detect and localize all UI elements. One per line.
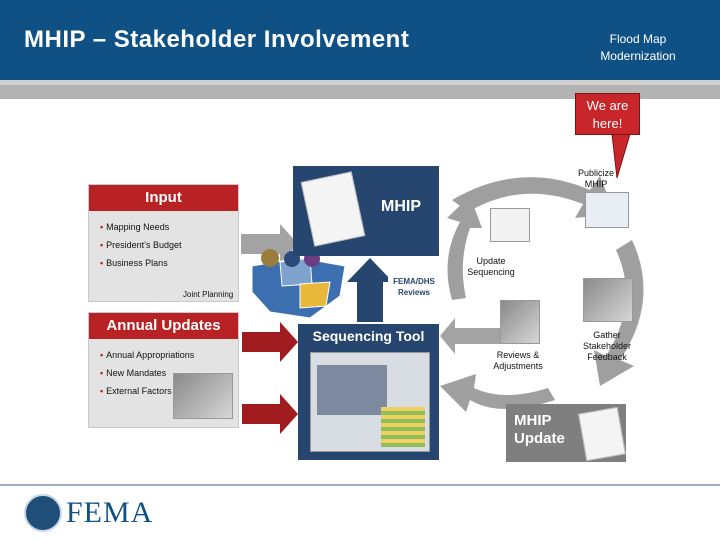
document-icon: [578, 407, 626, 461]
chart-thumbnail: [490, 208, 530, 242]
seal-icon: [261, 249, 279, 267]
we-are-here-callout: We are here!: [575, 93, 640, 135]
mhip-update-label: MHIP Update: [514, 412, 565, 448]
reviews-line1: FEMA/DHS: [388, 276, 440, 287]
list-item: •Business Plans: [100, 256, 238, 274]
updates-arrow-lower: [242, 394, 298, 434]
list-item: •Mapping Needs: [100, 220, 238, 238]
list-item: •Annual Appropriations: [100, 348, 238, 366]
website-thumbnail: [585, 192, 629, 228]
annual-updates-title: Annual Updates: [89, 313, 238, 339]
fema-logo-text: FEMA: [66, 496, 153, 530]
update-sequencing-label: Update Sequencing: [462, 256, 520, 278]
publicize-label: Publicize MHIP: [568, 168, 624, 190]
reviews-adjustments-label: Reviews & Adjustments: [486, 350, 550, 372]
gather-feedback-label: Gather Stakeholder Feedback: [576, 330, 638, 363]
fema-dhs-reviews: FEMA/DHS Reviews: [388, 270, 440, 304]
sequencing-screenshot: [310, 352, 430, 452]
mhip-document-box: MHIP: [293, 166, 439, 256]
updates-arrow-upper: [242, 322, 298, 362]
mhip-update-box: MHIP Update: [506, 404, 626, 462]
mhip-label: MHIP: [381, 198, 421, 216]
callout-line2: here!: [576, 115, 639, 133]
reviews-line2: Reviews: [388, 287, 440, 298]
sequencing-tool-box: Sequencing Tool: [298, 324, 439, 460]
regions-map: [252, 258, 345, 318]
cycle-to-tool-arrow: [440, 318, 505, 354]
list-item: •President’s Budget: [100, 238, 238, 256]
input-panel-title: Input: [89, 185, 238, 211]
meeting-photo: [500, 300, 540, 344]
annual-updates-panel: Annual Updates •Annual Appropriations •N…: [88, 312, 239, 428]
map-thumbnail: [317, 365, 387, 415]
document-icon: [301, 171, 366, 246]
up-arrow: [347, 258, 393, 322]
footer-divider: [0, 484, 720, 486]
joint-planning-caption: Joint Planning: [183, 290, 233, 299]
stakeholder-photo: [583, 278, 633, 322]
callout-line1: We are: [576, 97, 639, 115]
input-panel: Input •Mapping Needs •President’s Budget…: [88, 184, 239, 302]
dhs-seal-icon: [24, 494, 62, 532]
input-list: •Mapping Needs •President’s Budget •Busi…: [89, 211, 238, 274]
table-thumbnail: [381, 407, 425, 447]
capitol-photo: [173, 373, 233, 419]
sequencing-tool-title: Sequencing Tool: [298, 324, 439, 344]
